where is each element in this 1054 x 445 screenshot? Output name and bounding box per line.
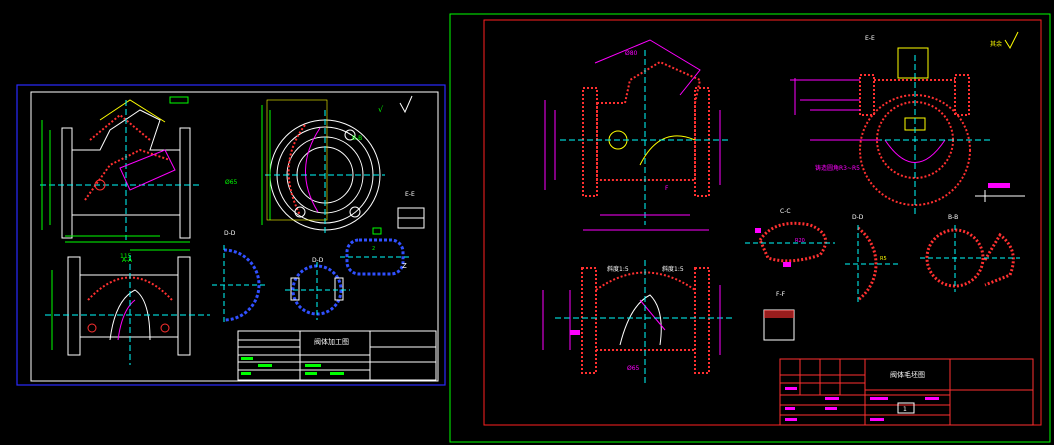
dim-label: R5 bbox=[880, 256, 887, 262]
roughness-mark: √ bbox=[378, 105, 384, 114]
left-section-rounded: Z 2 bbox=[340, 227, 412, 276]
roughness-note: 其余 bbox=[990, 40, 1002, 48]
left-top-view: A-A bbox=[45, 255, 210, 365]
right-top-view: 斜度1:5 斜度1:5 Ø65 bbox=[542, 260, 735, 385]
section-label: D-D bbox=[224, 230, 236, 237]
dim-label: Z bbox=[402, 262, 407, 270]
right-section-f-f: F-F bbox=[763, 291, 795, 341]
dim-label: 115 bbox=[120, 253, 132, 260]
section-label: A-A bbox=[122, 257, 133, 264]
left-side-view: B-B √ bbox=[261, 95, 413, 235]
draft-note: 斜度1:5 bbox=[662, 265, 684, 273]
right-section-d-d: D-D R5 bbox=[845, 214, 900, 305]
dim-label: Ø65 bbox=[225, 179, 238, 186]
section-label: D-D bbox=[852, 214, 864, 221]
section-label: F-F bbox=[776, 291, 786, 298]
left-section-d-d: D-D bbox=[212, 230, 265, 325]
section-label: D-D bbox=[312, 257, 324, 264]
dim-label: F bbox=[665, 185, 669, 192]
left-section-circle: D-D bbox=[285, 257, 350, 320]
left-title-block: 阀体加工图 bbox=[237, 330, 437, 381]
section-label: B-B bbox=[948, 214, 958, 221]
right-front-view: Ø80 F bbox=[544, 39, 730, 231]
dim-label: 2 bbox=[372, 246, 375, 252]
left-front-view: 115 Ø65 bbox=[40, 96, 238, 260]
left-title-text: 阀体加工图 bbox=[314, 337, 349, 346]
right-title-block: 1 阀体毛坯图 bbox=[779, 358, 1034, 426]
section-label: E-E bbox=[405, 191, 415, 198]
right-section-c-c: C-C R20 bbox=[745, 208, 835, 267]
dim-label: R20 bbox=[795, 238, 805, 244]
draft-note: 斜度1:5 bbox=[607, 265, 629, 273]
dim-label: Ø80 bbox=[625, 50, 638, 57]
left-section-e-e: E-E bbox=[397, 191, 425, 229]
right-drawing-sheet: Ø80 F E-E 铸造圆角R3~R5 其余 bbox=[449, 13, 1051, 443]
left-drawing-sheet: 115 Ø65 B-B √ E-E bbox=[16, 84, 446, 386]
right-side-view: E-E 铸造圆角R3~R5 其余 bbox=[790, 31, 1025, 215]
casting-note: 铸造圆角R3~R5 bbox=[815, 164, 860, 172]
section-label: E-E bbox=[865, 35, 875, 42]
section-label: C-C bbox=[780, 208, 791, 215]
dim-label: Ø65 bbox=[627, 365, 640, 372]
right-section-b-b: B-B bbox=[920, 214, 1020, 292]
scale-label: 1 bbox=[903, 406, 907, 413]
section-label: B-B bbox=[352, 135, 362, 142]
right-title-text: 阀体毛坯图 bbox=[890, 370, 925, 379]
